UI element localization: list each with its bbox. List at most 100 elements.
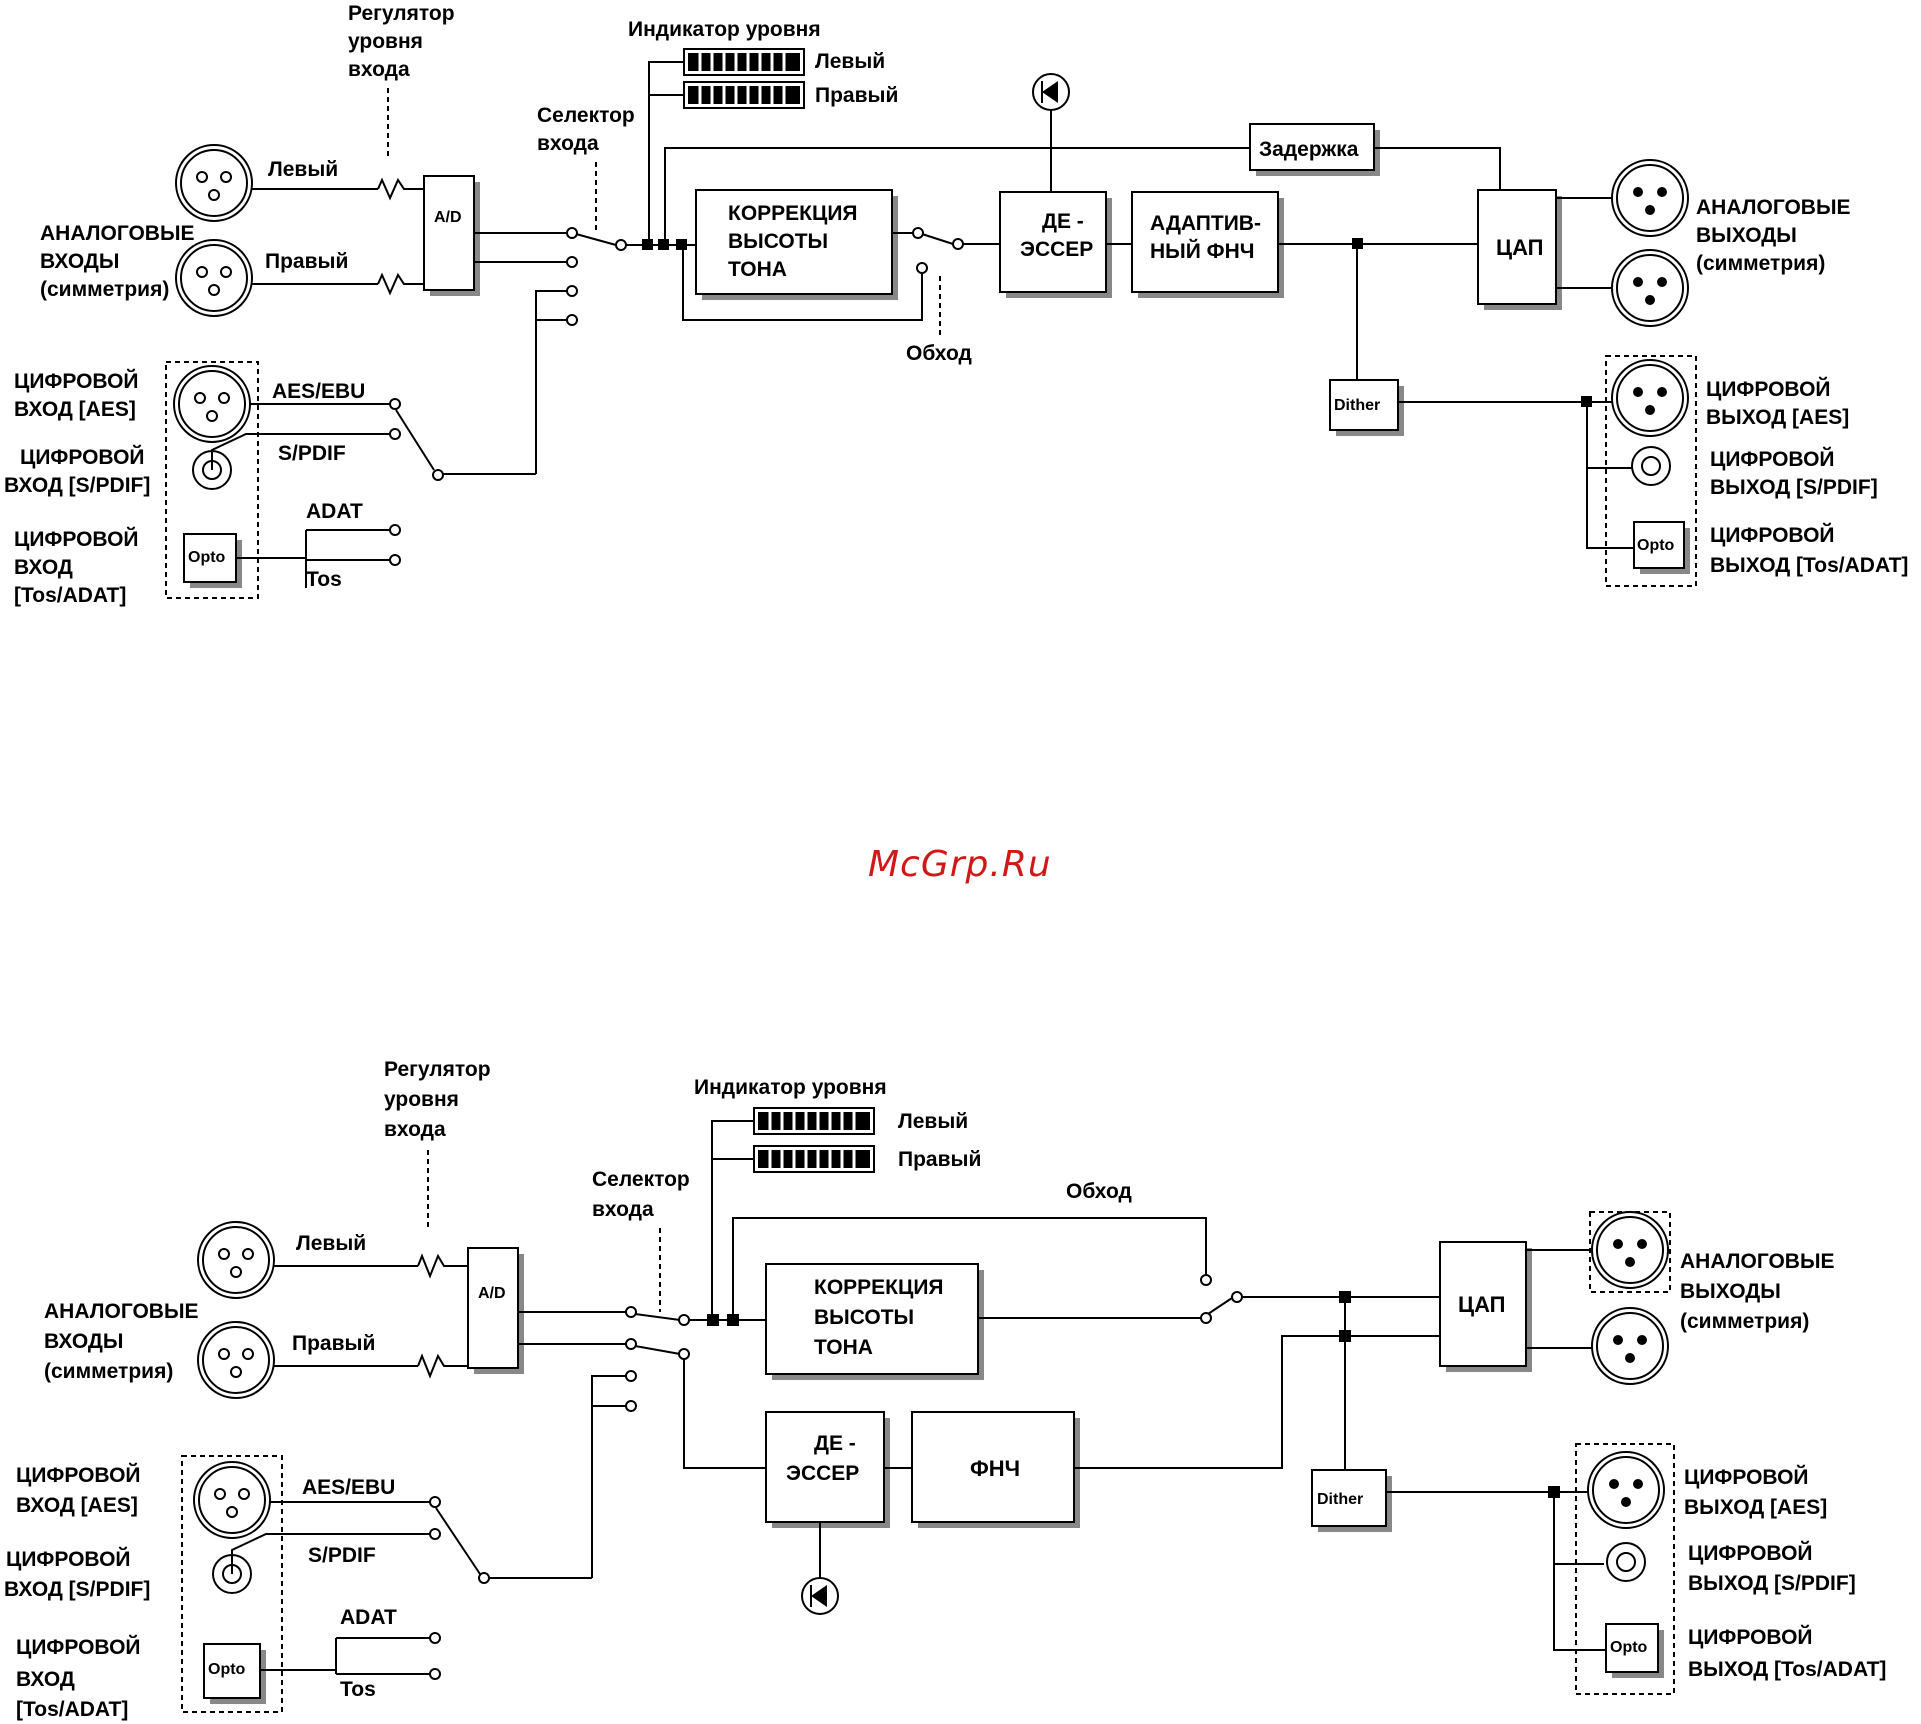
digital-outputs-group	[1575, 1443, 1675, 1695]
pitch-label-3: ТОНА	[728, 258, 787, 281]
svg-text:ЦИФРОВОЙ: ЦИФРОВОЙ	[14, 527, 139, 551]
analog-in-left-xlr	[197, 1221, 275, 1299]
aes-ebu-label: AES/EBU	[272, 380, 365, 403]
digital-out-aes-xlr	[1611, 359, 1689, 437]
digital-outputs-group	[1605, 355, 1697, 587]
svg-text:ЦИФРОВОЙ: ЦИФРОВОЙ	[1688, 1541, 1813, 1565]
deesser-block	[999, 191, 1107, 293]
dither-block	[1311, 1469, 1387, 1527]
svg-text:входа: входа	[384, 1118, 446, 1141]
opto-in-label: Opto	[188, 549, 226, 566]
digital-out-spdif-label: ЦИФРОВОЙ ВЫХОД [S/PDIF]	[1688, 1541, 1856, 1595]
digital-out-opto	[1605, 1623, 1659, 1673]
svg-text:(симметрия): (симметрия)	[40, 278, 169, 301]
analog-in-left-xlr	[175, 144, 253, 222]
meter-left	[682, 47, 806, 77]
watermark: McGrp.Ru	[868, 844, 1052, 885]
analog-in-left-label: Левый	[268, 158, 338, 181]
analog-in-right-xlr	[197, 1321, 275, 1399]
svg-text:АНАЛОГОВЫЕ: АНАЛОГОВЫЕ	[44, 1300, 199, 1323]
dac-block	[1477, 189, 1557, 305]
pitch-label-1: КОРРЕКЦИЯ	[814, 1276, 944, 1299]
analog-outputs-label: АНАЛОГОВЫЕ ВЫХОДЫ (симметрия)	[1680, 1250, 1835, 1333]
digital-out-spdif-label: ЦИФРОВОЙ ВЫХОД [S/PDIF]	[1710, 447, 1878, 499]
svg-text:АНАЛОГОВЫЕ: АНАЛОГОВЫЕ	[1680, 1250, 1835, 1273]
headphone-monitor-icon	[1032, 73, 1070, 111]
svg-text:уровня: уровня	[348, 30, 423, 53]
analog-in-right-label: Правый	[292, 1332, 375, 1355]
svg-text:ЦИФРОВОЙ: ЦИФРОВОЙ	[20, 445, 145, 469]
digital-out-aes-label: ЦИФРОВОЙ ВЫХОД [AES]	[1706, 377, 1849, 429]
svg-text:[Tos/ADAT]: [Tos/ADAT]	[14, 584, 126, 607]
analog-out-right-xlr	[1611, 249, 1689, 327]
svg-text:входа: входа	[592, 1198, 654, 1221]
svg-text:входа: входа	[537, 132, 599, 155]
analog-out-left-xlr	[1591, 1211, 1669, 1289]
ad-converter	[423, 175, 475, 291]
dac-block	[1439, 1241, 1527, 1367]
svg-text:ВХОД: ВХОД	[16, 1668, 75, 1691]
digital-out-opto	[1633, 521, 1685, 569]
opto-out-label: Opto	[1637, 537, 1675, 554]
svg-text:АНАЛОГОВЫЕ: АНАЛОГОВЫЕ	[1696, 196, 1851, 219]
delay-label: Задержка	[1259, 138, 1359, 161]
analog-outputs-label: АНАЛОГОВЫЕ ВЫХОДЫ (симметрия)	[1696, 196, 1851, 275]
deesser-label-1: ДЕ -	[814, 1432, 856, 1455]
svg-text:ВЫХОД [AES]: ВЫХОД [AES]	[1684, 1496, 1827, 1519]
svg-text:ВХОД: ВХОД	[14, 556, 73, 579]
analog-inputs-label: АНАЛОГОВЫЕ ВХОДЫ (симметрия)	[40, 222, 195, 301]
svg-text:Регулятор: Регулятор	[348, 2, 455, 25]
svg-text:ЦИФРОВОЙ: ЦИФРОВОЙ	[16, 1463, 141, 1487]
meter-right-label: Правый	[898, 1148, 981, 1171]
pitch-label-3: ТОНА	[814, 1336, 873, 1359]
meter-left	[752, 1106, 876, 1136]
digital-out-aes-label: ЦИФРОВОЙ ВЫХОД [AES]	[1684, 1465, 1827, 1519]
digital-out-tos-label: ЦИФРОВОЙ ВЫХОД [Tos/ADAT]	[1688, 1625, 1886, 1681]
diagram-top: Регулятор уровня входа Индикатор уровня …	[4, 2, 1908, 607]
svg-text:ВЫХОДЫ: ВЫХОДЫ	[1696, 224, 1797, 247]
lpf-label-1: АДАПТИВ-	[1150, 212, 1261, 235]
analog-out-left-xlr	[1611, 159, 1689, 237]
analog-inputs-label: АНАЛОГОВЫЕ ВХОДЫ (симметрия)	[44, 1300, 199, 1383]
deesser-label-2: ЭССЕР	[786, 1462, 859, 1485]
ad-label: A/D	[434, 209, 462, 226]
svg-text:ВЫХОД [S/PDIF]: ВЫХОД [S/PDIF]	[1688, 1572, 1856, 1595]
svg-text:ЦИФРОВОЙ: ЦИФРОВОЙ	[1684, 1465, 1809, 1489]
svg-text:ВХОД [S/PDIF]: ВХОД [S/PDIF]	[4, 1578, 150, 1601]
svg-text:ВЫХОДЫ: ВЫХОДЫ	[1680, 1280, 1781, 1303]
digital-inputs-group	[165, 361, 259, 599]
digital-inputs-group	[181, 1455, 283, 1713]
level-meter-title: Индикатор уровня	[694, 1076, 887, 1099]
svg-text:[Tos/ADAT]: [Tos/ADAT]	[16, 1698, 128, 1721]
analog-in-right-label: Правый	[265, 250, 348, 273]
opto-out-label: Opto	[1610, 1639, 1648, 1656]
pitch-label-1: КОРРЕКЦИЯ	[728, 202, 858, 225]
digital-in-tos-label: ЦИФРОВОЙ ВХОД [Tos/ADAT]	[16, 1635, 141, 1721]
analog-in-right-xlr	[175, 239, 253, 317]
svg-text:Селектор: Селектор	[592, 1168, 690, 1191]
adat-label: ADAT	[306, 500, 363, 523]
digital-out-tos-label: ЦИФРОВОЙ ВЫХОД [Tos/ADAT]	[1710, 523, 1908, 577]
svg-text:ВЫХОД [AES]: ВЫХОД [AES]	[1706, 406, 1849, 429]
spdif-label: S/PDIF	[278, 442, 346, 465]
svg-text:ЦИФРОВОЙ: ЦИФРОВОЙ	[1710, 523, 1835, 547]
svg-text:Регулятор: Регулятор	[384, 1058, 491, 1081]
digital-in-aes-label: ЦИФРОВОЙ ВХОД [AES]	[16, 1463, 141, 1517]
headphone-monitor-icon	[801, 1577, 839, 1615]
input-selector-label: Селектор входа	[592, 1168, 690, 1221]
analog-in-left-label: Левый	[296, 1232, 366, 1255]
svg-text:ВХОД [AES]: ВХОД [AES]	[16, 1494, 138, 1517]
svg-text:ЦИФРОВОЙ: ЦИФРОВОЙ	[6, 1547, 131, 1571]
svg-text:ВЫХОД [Tos/ADAT]: ВЫХОД [Tos/ADAT]	[1688, 1658, 1886, 1681]
diagram-bottom: Регулятор уровня входа Индикатор уровня …	[4, 1058, 1886, 1721]
svg-text:ЦИФРОВОЙ: ЦИФРОВОЙ	[16, 1635, 141, 1659]
digital-in-opto	[183, 533, 237, 583]
svg-text:ЦИФРОВОЙ: ЦИФРОВОЙ	[1706, 377, 1831, 401]
svg-text:АНАЛОГОВЫЕ: АНАЛОГОВЫЕ	[40, 222, 195, 245]
svg-text:ВХОДЫ: ВХОДЫ	[44, 1330, 123, 1353]
gain-control-label: Регулятор уровня входа	[384, 1058, 491, 1141]
adat-label: ADAT	[340, 1606, 397, 1629]
bypass-label: Обход	[906, 342, 972, 365]
meter-left-label: Левый	[898, 1110, 968, 1133]
level-meter-title: Индикатор уровня	[628, 18, 821, 41]
